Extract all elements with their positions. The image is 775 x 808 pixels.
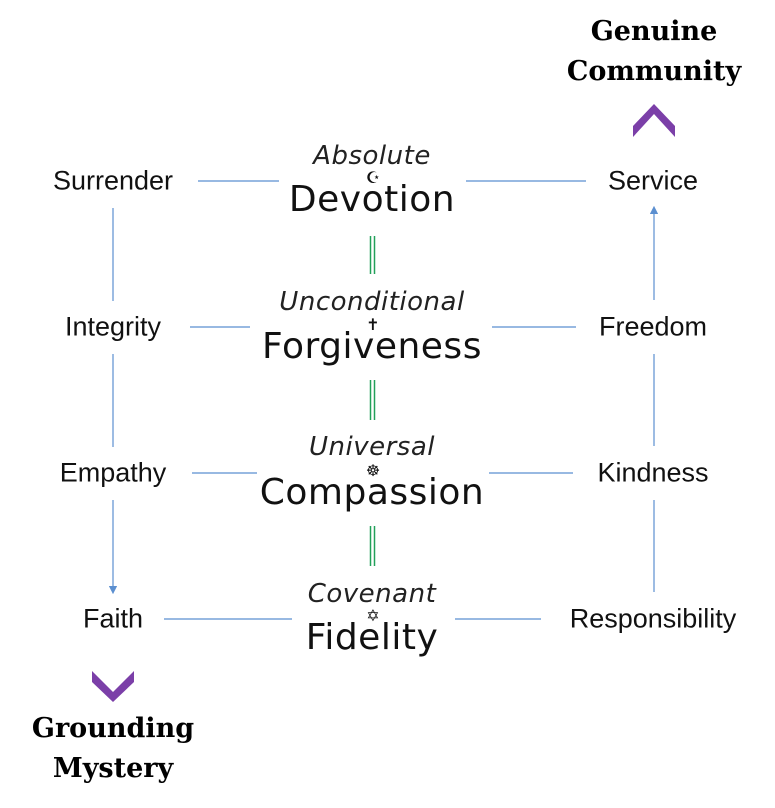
double-line-forgiveness-compassion — [369, 380, 376, 420]
qualifier-absolute: Absolute — [313, 141, 431, 171]
node-kindness: Kindness — [597, 457, 709, 488]
node-integrity: Integrity — [64, 311, 162, 342]
virtue-devotion: Devotion — [288, 179, 456, 220]
chevron-down-icon — [92, 671, 134, 702]
qualifier-covenant: Covenant — [307, 579, 437, 609]
chevron-up-icon — [633, 104, 675, 137]
virtue-forgiveness: Forgiveness — [262, 326, 482, 367]
goal-top-line-1: Genuine — [590, 16, 718, 47]
goal-bottom-line-1: Grounding — [31, 713, 195, 744]
qualifier-unconditional: Unconditional — [279, 287, 465, 317]
goal-top-line-2: Community — [566, 56, 742, 87]
node-freedom: Freedom — [598, 311, 708, 342]
goal-grounding-mystery: Grounding Mystery — [32, 709, 194, 789]
goal-bottom-line-2: Mystery — [52, 753, 174, 784]
node-empathy: Empathy — [59, 457, 167, 488]
node-responsibility: Responsibility — [569, 603, 737, 634]
crescent-star-icon: ☪ — [365, 168, 381, 187]
dharma-wheel-icon: ☸ — [365, 461, 381, 480]
cross-icon: ✝ — [366, 315, 380, 334]
double-line-compassion-fidelity — [369, 526, 376, 566]
virtue-fidelity: Fidelity — [305, 617, 439, 658]
virtue-compassion: Compassion — [259, 472, 485, 513]
qualifier-universal: Universal — [308, 432, 436, 462]
double-line-devotion-forgiveness — [369, 236, 376, 274]
node-faith: Faith — [82, 603, 144, 634]
goal-genuine-community: Genuine Community — [567, 12, 741, 92]
node-surrender: Surrender — [52, 165, 174, 196]
star-of-david-icon: ✡ — [366, 606, 380, 625]
node-service: Service — [607, 165, 699, 196]
